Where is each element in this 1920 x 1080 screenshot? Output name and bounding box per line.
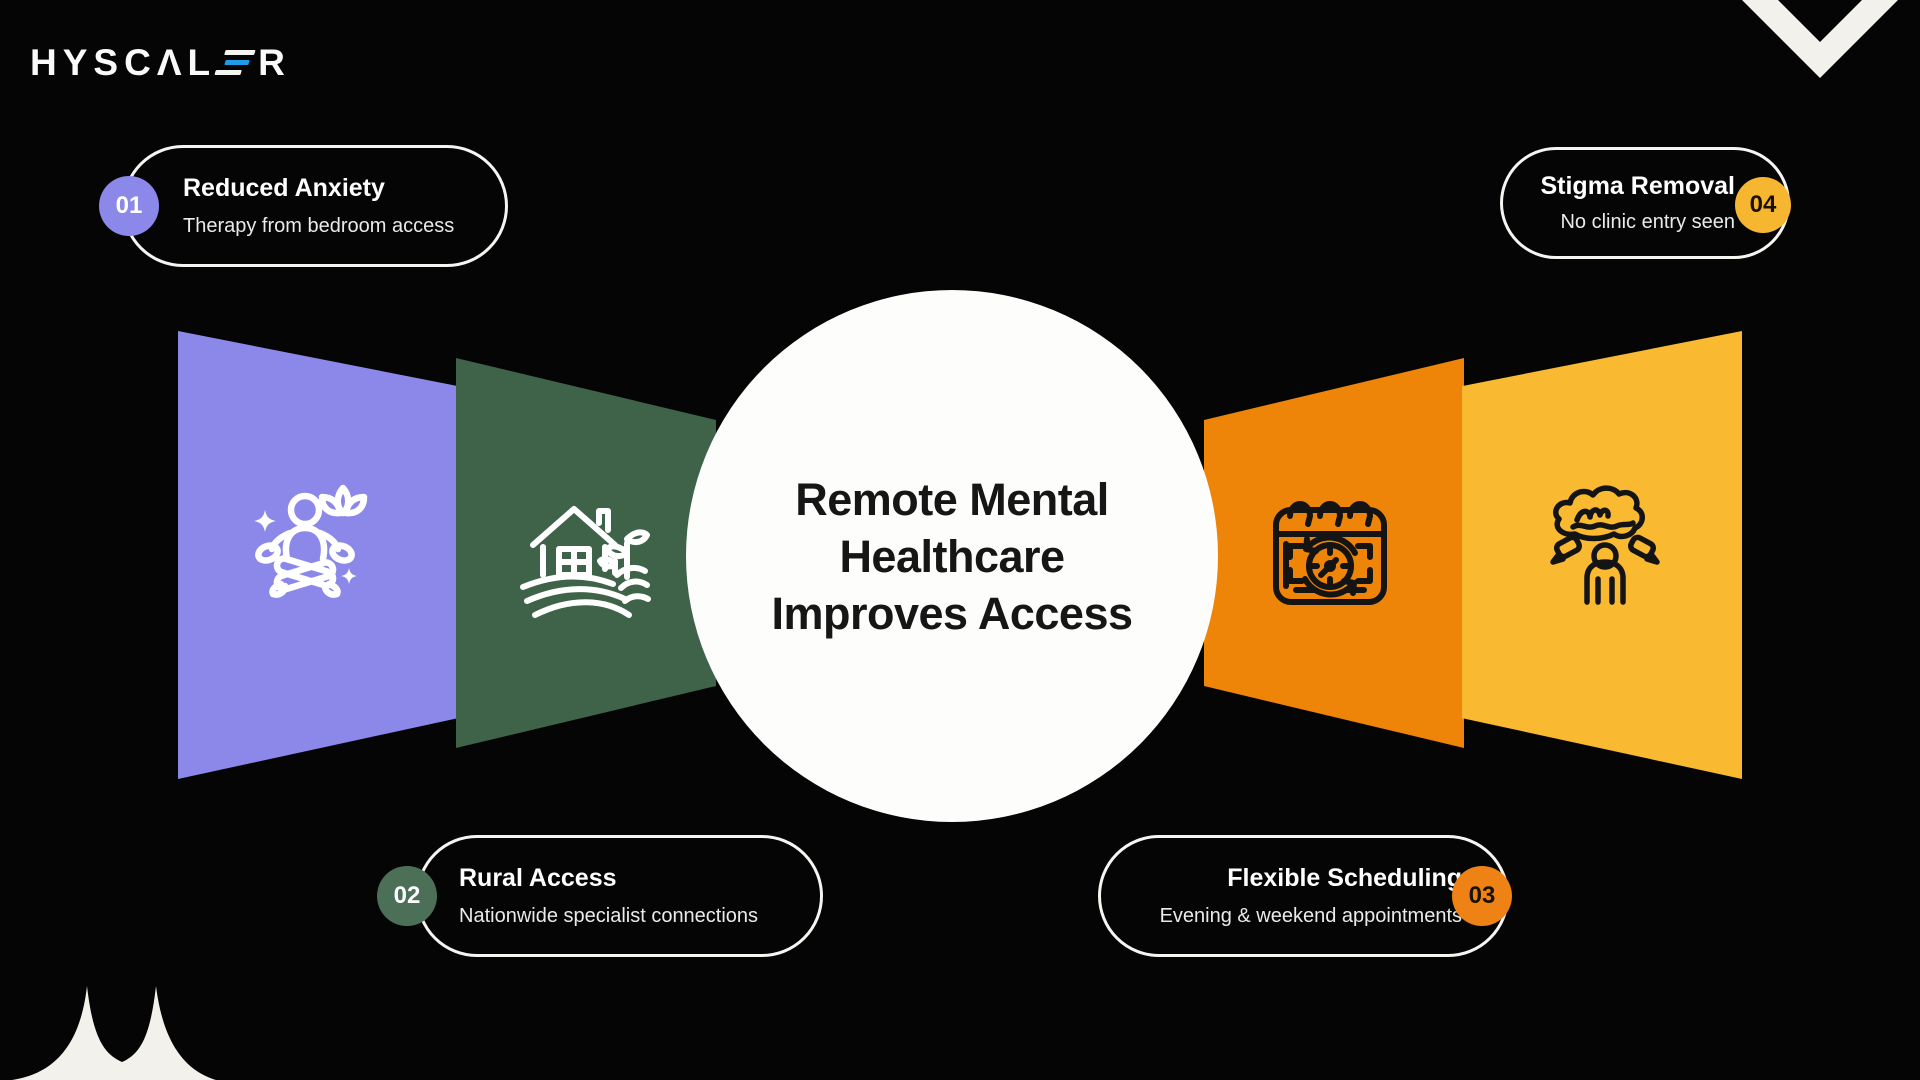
benefit-title: Rural Access — [459, 863, 617, 892]
chevron-down-decoration-icon — [1742, 0, 1898, 78]
calendar-clock-icon — [1273, 501, 1387, 605]
panel-stigma-removal — [1462, 331, 1742, 779]
benefit-number-badge: 01 — [99, 176, 159, 236]
panel-flexible-scheduling — [1204, 358, 1464, 748]
center-title-line-3: Improves Access — [771, 587, 1133, 639]
benefit-description: Evening & weekend appointments — [1159, 905, 1462, 928]
benefit-number-badge: 04 — [1735, 177, 1791, 233]
logo-text-prefix: HYSC — [30, 42, 157, 83]
benefit-description: Nationwide specialist connections — [459, 905, 759, 928]
benefit-description: No clinic entry seen — [1560, 211, 1735, 234]
panel-reduced-anxiety — [178, 331, 458, 779]
logo-letter-a: Λ — [156, 42, 188, 83]
benefit-number-badge: 03 — [1452, 866, 1512, 926]
farmhouse-fields-icon — [520, 506, 651, 618]
benefit-card-rural-access: 02 Rural Access Nationwide specialist co… — [377, 835, 823, 957]
benefit-description: Therapy from bedroom access — [183, 215, 455, 238]
curved-spikes-decoration-icon — [12, 986, 216, 1080]
benefit-title: Flexible Scheduling — [1227, 863, 1462, 892]
center-title-line-2: Healthcare — [839, 530, 1065, 582]
person-anxiety-cloud-icon — [1550, 485, 1660, 605]
logo-text-suffix: R — [258, 42, 291, 83]
logo-e-bars-icon — [214, 49, 256, 76]
benefit-title: Reduced Anxiety — [183, 173, 385, 202]
center-title-line-1: Remote Mental — [795, 473, 1109, 525]
logo-letter-l: L — [187, 42, 217, 83]
benefit-title: Stigma Removal — [1540, 171, 1735, 200]
overlapping-circles-decoration-icon — [1910, 882, 1919, 947]
benefit-card-flexible-scheduling: 03 Flexible Scheduling Evening & weekend… — [1098, 835, 1512, 957]
benefit-number-badge: 02 — [377, 866, 437, 926]
meditation-icon — [254, 484, 368, 598]
central-title-circle: Remote Mental Healthcare Improves Access — [686, 290, 1218, 822]
benefit-card-reduced-anxiety: 01 Reduced Anxiety Therapy from bedroom … — [99, 145, 508, 267]
benefit-card-stigma-removal: 04 Stigma Removal No clinic entry seen — [1500, 147, 1791, 259]
